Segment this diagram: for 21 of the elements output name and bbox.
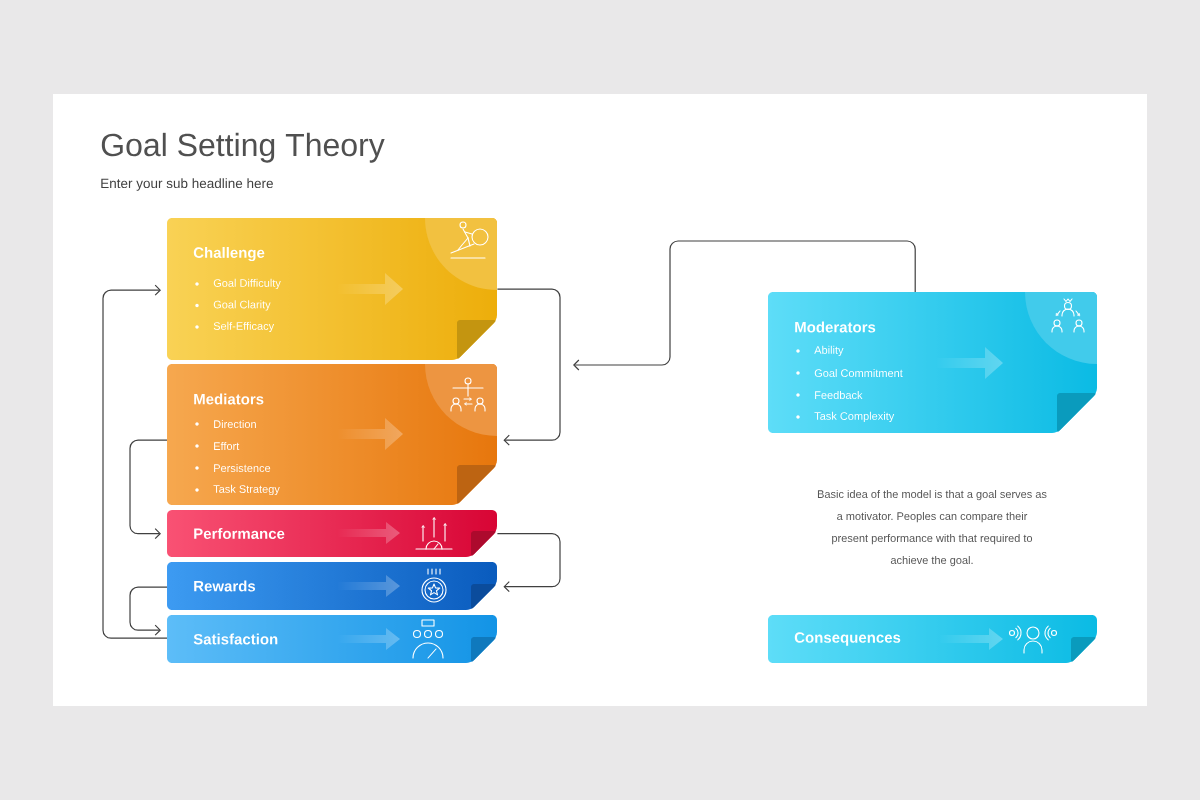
list-item: Persistence [214, 463, 271, 473]
card-title: Mediators [194, 393, 264, 405]
subtitle: Enter your sub headline here [101, 178, 273, 191]
slide-title: Goal Setting Theory [101, 132, 385, 163]
card-title: Performance [194, 528, 285, 539]
list-item: Direction [214, 419, 256, 429]
card-title: Satisfaction [193, 633, 278, 645]
card-title: Moderators [795, 321, 876, 333]
list-item: Ability [814, 345, 844, 357]
list-item: Task Strategy [213, 484, 280, 496]
list-item: Self-Efficacy [213, 321, 275, 333]
list-item: Goal Difficulty [213, 278, 281, 290]
card-title: Rewards [194, 580, 256, 592]
card-title: Challenge [193, 246, 265, 262]
list-item: Task Complexity [814, 411, 895, 423]
card-title: Consequences [794, 632, 901, 646]
list-item: Feedback [815, 390, 863, 400]
list-item: Goal Commitment [814, 368, 903, 378]
list-item: Goal Clarity [213, 300, 271, 311]
description-text: Basic idea of the model is that a goal serves as a motivator. Peoples can compare their present performance with that required to achieve the goal. [817, 489, 1047, 567]
list-item: Effort [214, 441, 240, 451]
